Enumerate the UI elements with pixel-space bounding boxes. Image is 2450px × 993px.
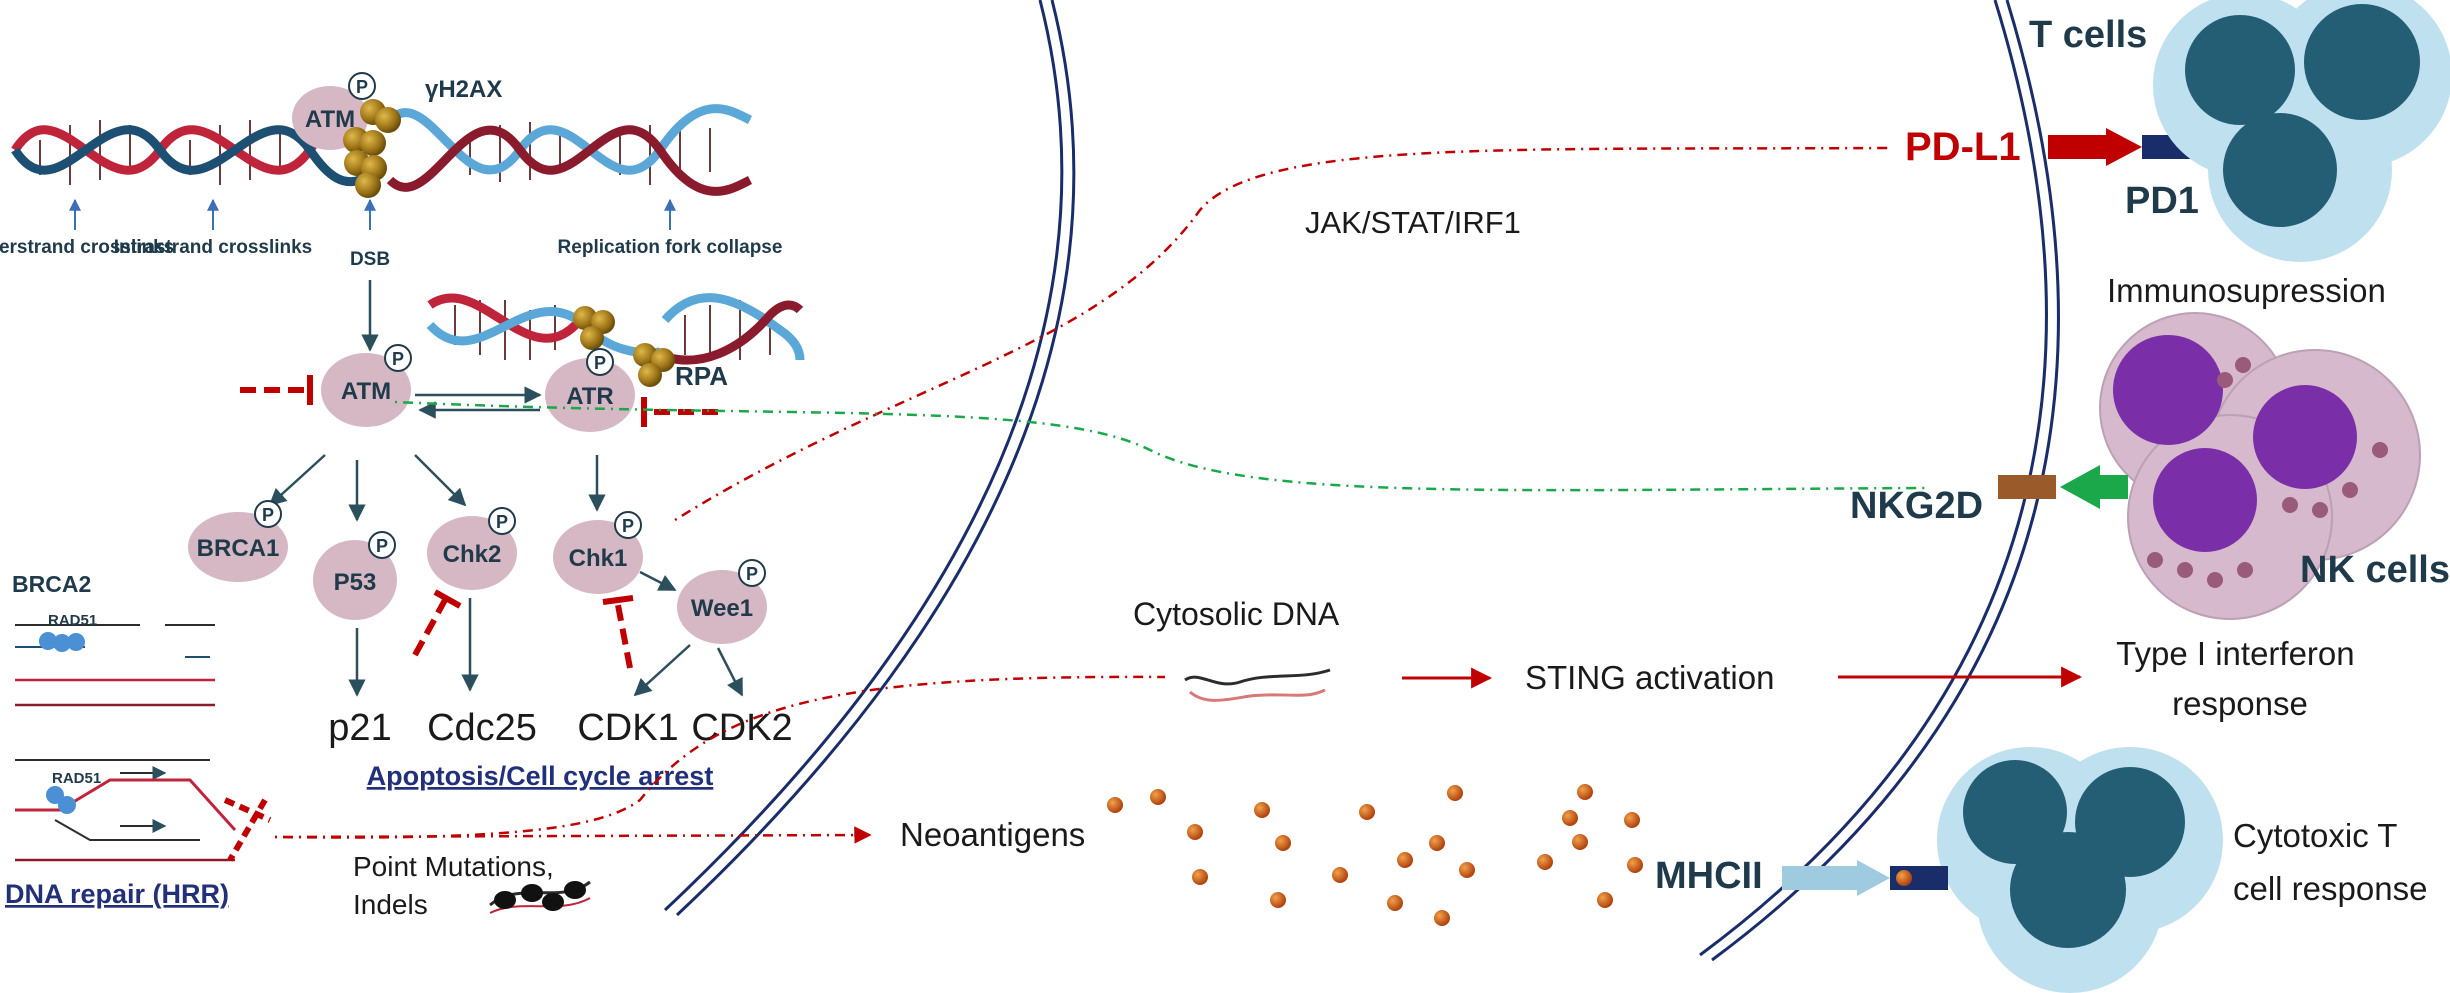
apoptosis-label: Apoptosis/Cell cycle arrest (367, 761, 714, 791)
phospho-icon (488, 507, 516, 535)
neoantigen-pathway-line (274, 826, 872, 844)
cdc25-label: Cdc25 (427, 707, 537, 749)
cell-membrane-right (1699, 0, 2060, 962)
p53-label: P53 (334, 569, 377, 596)
interstrand-label: Interstrand crosslinks (0, 237, 174, 258)
brca2-label: BRCA2 (12, 571, 91, 597)
inhibitor-chk1 (602, 595, 634, 669)
inhibitor-atm (240, 375, 313, 405)
chk2-node: Chk2 P (427, 507, 517, 590)
phospho-icon (614, 511, 642, 539)
neoantigen-dots (1107, 784, 1643, 926)
cell-membrane-left (663, 0, 1076, 917)
cytotoxic-t-label: Cytotoxic T cell response (2233, 817, 2427, 907)
nk-cells (2099, 312, 2421, 620)
gamma-h2ax-cluster (343, 99, 401, 198)
replication-fork-label: Replication fork collapse (558, 237, 783, 258)
mhcii-label: MHCII (1655, 855, 1763, 897)
phospho-icon (368, 531, 396, 559)
dna-helix-top (11, 104, 753, 196)
repair-diagram-bottom: RAD51 (15, 759, 272, 862)
phospho-icon (254, 500, 282, 528)
pdl1-label: PD-L1 (1905, 125, 2021, 169)
nkg2d-label: NKG2D (1850, 485, 1983, 527)
atr-label: ATR (566, 383, 614, 410)
phospho-icon (738, 559, 766, 587)
mutation-strand-icon (489, 880, 591, 914)
immunosuppression-label: Immunosupression (2107, 272, 2386, 309)
t-cells-top (2153, 0, 2450, 262)
sting-activation-label: STING activation (1525, 659, 1774, 696)
lower-arrows (348, 570, 744, 697)
inhibitor-chk2 (412, 589, 462, 657)
type-i-interferon-label: Type I interferon response (2116, 635, 2364, 722)
chk2-label: Chk2 (443, 541, 502, 568)
svg-text:P: P (376, 536, 388, 556)
atm-top-label: ATM (305, 106, 355, 133)
cdk2-label: CDK2 (691, 707, 792, 749)
wee1-label: Wee1 (691, 595, 753, 622)
pd1-label: PD1 (2125, 180, 2199, 222)
cytosolic-pathway-line (274, 675, 1166, 839)
phospho-icon (586, 348, 614, 376)
rad51-label-bottom: RAD51 (52, 770, 101, 787)
pdl1-pathway-line (674, 146, 1891, 522)
brca1-node: BRCA1 P (188, 500, 288, 582)
cytosolic-dna-label: Cytosolic DNA (1133, 596, 1340, 632)
phospho-icon (384, 344, 412, 372)
jak-stat-label: JAK/STAT/IRF1 (1305, 205, 1521, 240)
point-mutations-label: Point Mutations, Indels (353, 851, 562, 920)
p21-label: p21 (328, 707, 391, 749)
phospho-icon (348, 72, 376, 100)
svg-text:P: P (496, 512, 508, 532)
atm-node: ATM P (321, 344, 412, 427)
svg-text:P: P (746, 564, 758, 584)
atm-label: ATM (341, 378, 391, 405)
rpa-label: RPA (675, 361, 728, 391)
svg-text:P: P (262, 505, 274, 525)
brca1-label: BRCA1 (197, 535, 280, 562)
nk-cells-label: NK cells (2300, 549, 2450, 591)
atr-node: ATR P (545, 348, 635, 432)
wee1-node: Wee1 P (677, 559, 767, 644)
dsb-label: DSB (350, 249, 390, 270)
svg-text:P: P (392, 349, 404, 369)
cytotoxic-t-cells (1937, 747, 2223, 993)
mhcii-receptor (1782, 860, 1948, 896)
repair-diagram-top: RAD51 (15, 612, 215, 707)
atm-downstream-arrows (268, 454, 606, 522)
chk1-label: Chk1 (569, 545, 628, 572)
svg-text:P: P (622, 516, 634, 536)
p53-node: P53 P (313, 531, 397, 620)
dna-damage-arrows (69, 198, 676, 230)
dna-repair-title: DNA repair (HRR) (5, 879, 229, 909)
chk1-node: Chk1 P (553, 511, 643, 594)
intrastrand-label: Intrastrand crosslinks (114, 237, 313, 258)
cytosolic-dna-icon (1184, 668, 1331, 702)
nkg2d-pathway-line (394, 400, 1926, 492)
cdk1-label: CDK1 (577, 707, 678, 749)
svg-text:P: P (356, 77, 368, 97)
rad51-label-top: RAD51 (48, 612, 97, 629)
neoantigens-label: Neoantigens (900, 816, 1085, 853)
nkg2d-receptor (1998, 465, 2128, 509)
svg-text:P: P (594, 353, 606, 373)
inhibitor-atr (641, 397, 718, 427)
gamma-h2ax-label: γH2AX (425, 76, 502, 103)
dna-helix-second (426, 293, 805, 387)
t-cells-label: T cells (2029, 14, 2147, 56)
